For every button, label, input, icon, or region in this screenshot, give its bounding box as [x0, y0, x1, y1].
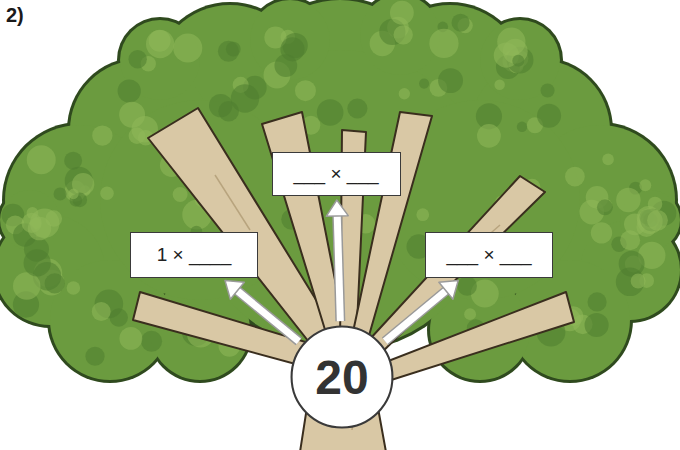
factor-box: 1 × ____ [130, 232, 258, 278]
factor-box: ___ × ___ [272, 152, 401, 196]
factor-text: ___ × ___ [293, 163, 378, 185]
number-circle: 20 [290, 325, 394, 429]
arrow-connector [326, 200, 348, 321]
question-number: 2) [6, 4, 24, 27]
arrow-connector [385, 281, 458, 342]
target-number: 20 [315, 350, 368, 405]
factor-text: ___ × ___ [446, 244, 531, 266]
factor-text: 1 × ____ [157, 244, 232, 266]
factor-box: ___ × ___ [425, 232, 553, 278]
arrow-connector [225, 281, 299, 342]
